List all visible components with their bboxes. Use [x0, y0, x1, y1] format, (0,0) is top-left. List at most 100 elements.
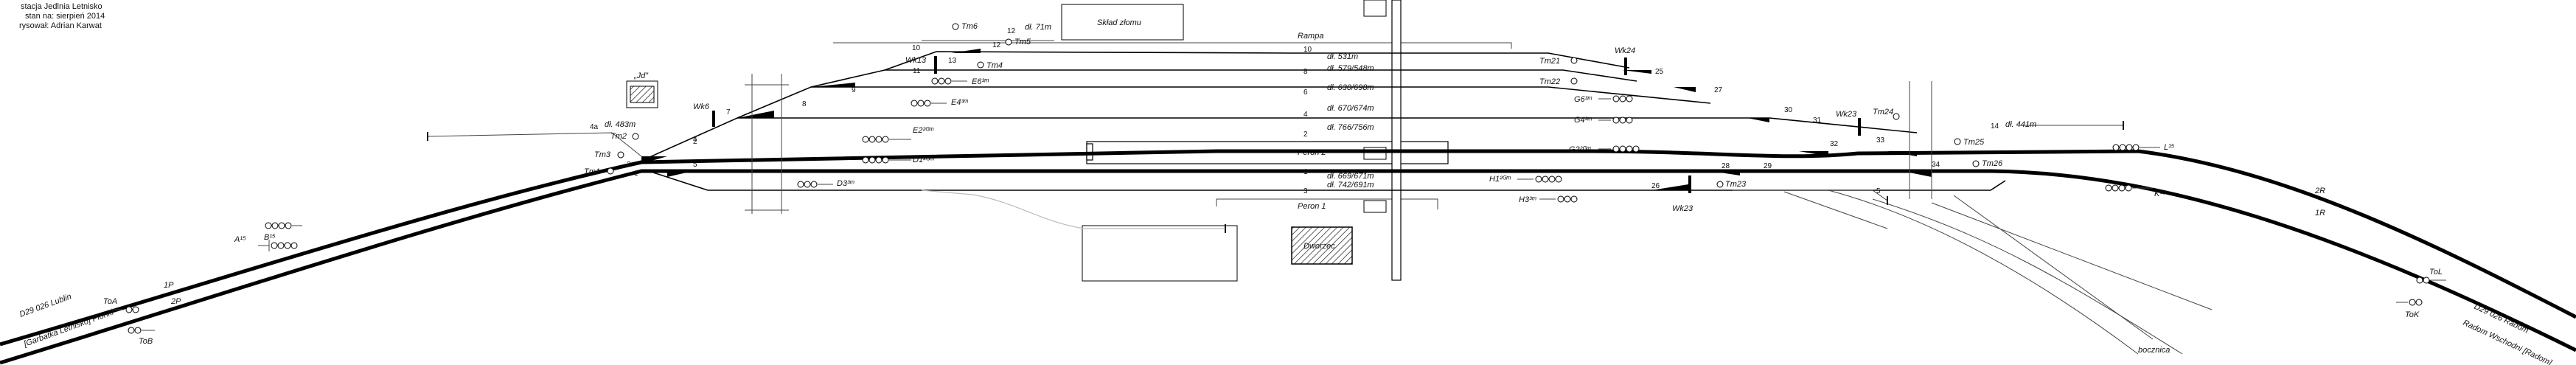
main-track-2	[0, 149, 2576, 347]
platform-1-label: Peron 1	[1298, 202, 1326, 211]
shunting-signals: Tm1 Tm2 Tm3 Tm4 Tm5 Tm6 Tm21 Tm22 Tm23 T…	[584, 22, 2003, 189]
gantries	[745, 74, 1932, 214]
track-num-1: 1	[1303, 168, 1308, 176]
track-3	[648, 170, 2006, 191]
bocznica-track-5	[1783, 191, 1888, 229]
track-num-6: 6	[1303, 88, 1308, 97]
buffer-stops	[427, 121, 2124, 233]
header: stacja Jedlnia Letnisko stan na: sierpie…	[19, 2, 105, 30]
ramp-outline	[833, 42, 1512, 49]
signal-E2-label: E2²ᴳᵐ	[913, 126, 934, 135]
main-tracks	[0, 149, 2576, 365]
track-5	[1733, 190, 1888, 201]
stairs-low	[1363, 200, 1387, 213]
switch-32: 32	[1830, 140, 1839, 148]
tm26-label: Tm26	[1982, 159, 2003, 168]
line-labels: 1P 2P 2R 1R D29 026 Lublin [Garbatka Let…	[18, 187, 2554, 365]
wk13-icon	[934, 56, 937, 74]
signal-D3-label: D3³ᵐ	[837, 179, 854, 188]
switch-27: 27	[1714, 86, 1723, 94]
signal-E4-label: E4³ᵐ	[951, 98, 968, 107]
header-station: stacja Jedlnia Letnisko	[21, 2, 102, 11]
tm21-label: Tm21	[1539, 57, 1560, 66]
signals-left: A¹⁵ B¹⁵ E6³ᵐ E4³ᵐ E2²ᴳᵐ D1²ᴳᵐ	[103, 77, 989, 346]
len-track-4a: dł. 483m	[605, 120, 636, 129]
tm25-icon	[1954, 138, 1961, 145]
line-1p: 1P	[164, 281, 174, 290]
signal-E6: E6³ᵐ	[931, 77, 989, 86]
signal-K: K¹⁵	[2105, 184, 2166, 198]
signal-L-label: L¹⁵	[2164, 143, 2175, 152]
wk23a-icon	[1858, 118, 1861, 136]
jd-indicator: „Jd”	[626, 72, 658, 108]
len-track-2: dł. 766/756m	[1327, 123, 1374, 132]
bocznica-label: bocznica	[2138, 346, 2170, 355]
signal-E2: E2²ᴳᵐ	[862, 126, 934, 143]
signal-H1: H1²ᴳᵐ	[1489, 175, 1562, 184]
bocznica-track-3	[1931, 202, 2213, 310]
signal-E6-label: E6³ᵐ	[972, 77, 989, 86]
line-1r: 1R	[2315, 209, 2325, 218]
tm5-label: Tm5	[1014, 38, 1031, 46]
stairs-top	[1363, 0, 1387, 17]
tm26-icon	[1972, 160, 1980, 167]
track-num-5: 5	[1876, 187, 1881, 195]
track-num-4: 4	[1303, 111, 1308, 119]
track-num-12: 12	[1007, 27, 1016, 35]
header-author: rysował: Adrian Karwat	[19, 21, 102, 30]
switch-33: 33	[1876, 136, 1885, 145]
tm1-icon	[607, 167, 614, 175]
switch-30: 30	[1784, 106, 1793, 114]
main-track-1	[0, 169, 2576, 365]
track-4	[641, 117, 1918, 161]
switch-marker-27	[1674, 87, 1696, 92]
track-num-2: 2	[1303, 131, 1308, 139]
signal-ToK: ToK	[2396, 299, 2423, 319]
track-num-8: 8	[1303, 68, 1308, 76]
len-track-8: dł. 579/548m	[1327, 64, 1374, 73]
ramp-label: Rampa	[1298, 32, 1323, 41]
switch-marker-5	[667, 171, 693, 177]
switch-locks: Wk6 Wk13 Wk24 Wk23 Wk23	[693, 46, 1861, 213]
len-track-10: dł. 531m	[1327, 52, 1358, 61]
tm24-icon	[1893, 113, 1900, 120]
bocznica-track-2	[1872, 198, 2183, 355]
signal-ToB: ToB	[128, 327, 155, 346]
switch-1: 1	[634, 170, 638, 178]
signal-E4: E4³ᵐ	[911, 98, 968, 107]
tm4-label: Tm4	[986, 61, 1003, 70]
signal-A-mast	[258, 240, 270, 251]
len-track-6: dł. 630/698m	[1327, 83, 1374, 92]
header-date: stan na: sierpień 2014	[25, 12, 105, 21]
tm6-icon	[952, 23, 959, 30]
signal-ToB-label: ToB	[139, 337, 153, 346]
track-num-14: 14	[1991, 122, 1999, 131]
signal-B-label: B¹⁵	[264, 233, 276, 242]
scrap-yard-label: Skład złomu	[1097, 18, 1141, 27]
track-8	[810, 69, 1637, 88]
track-num-4a: 4a	[590, 123, 599, 131]
switch-8: 8	[802, 100, 807, 108]
signal-A-label: A¹⁵	[234, 235, 246, 244]
signal-A: A¹⁵	[234, 235, 298, 251]
wk24-label: Wk24	[1615, 46, 1635, 55]
tm22-label: Tm22	[1539, 77, 1560, 86]
stairs-mid	[1363, 147, 1387, 160]
jd-pattern	[630, 86, 655, 103]
tm23-icon	[1716, 181, 1724, 188]
tm23-label: Tm23	[1725, 180, 1747, 189]
signal-G4-label: G4³ᵐ	[1574, 116, 1592, 125]
len-track-14: dł. 441m	[2005, 120, 2036, 129]
switch-34: 34	[1932, 161, 1940, 169]
switch-25: 25	[1655, 68, 1664, 76]
signal-D1-label: D1²ᴳᵐ	[913, 156, 934, 164]
signal-D1: D1²ᴳᵐ	[862, 156, 934, 164]
signal-H3-label: H3³ᵐ	[1519, 195, 1536, 204]
switch-7: 7	[726, 108, 731, 117]
switch-marker-32	[1799, 151, 1828, 156]
switch-9: 9	[852, 86, 856, 94]
signal-G2-label: G2²ᴳᵐ	[1569, 145, 1591, 154]
switch-11: 11	[913, 67, 921, 75]
signal-D3: D3³ᵐ	[797, 179, 854, 188]
line-2r: 2R	[2314, 187, 2325, 195]
